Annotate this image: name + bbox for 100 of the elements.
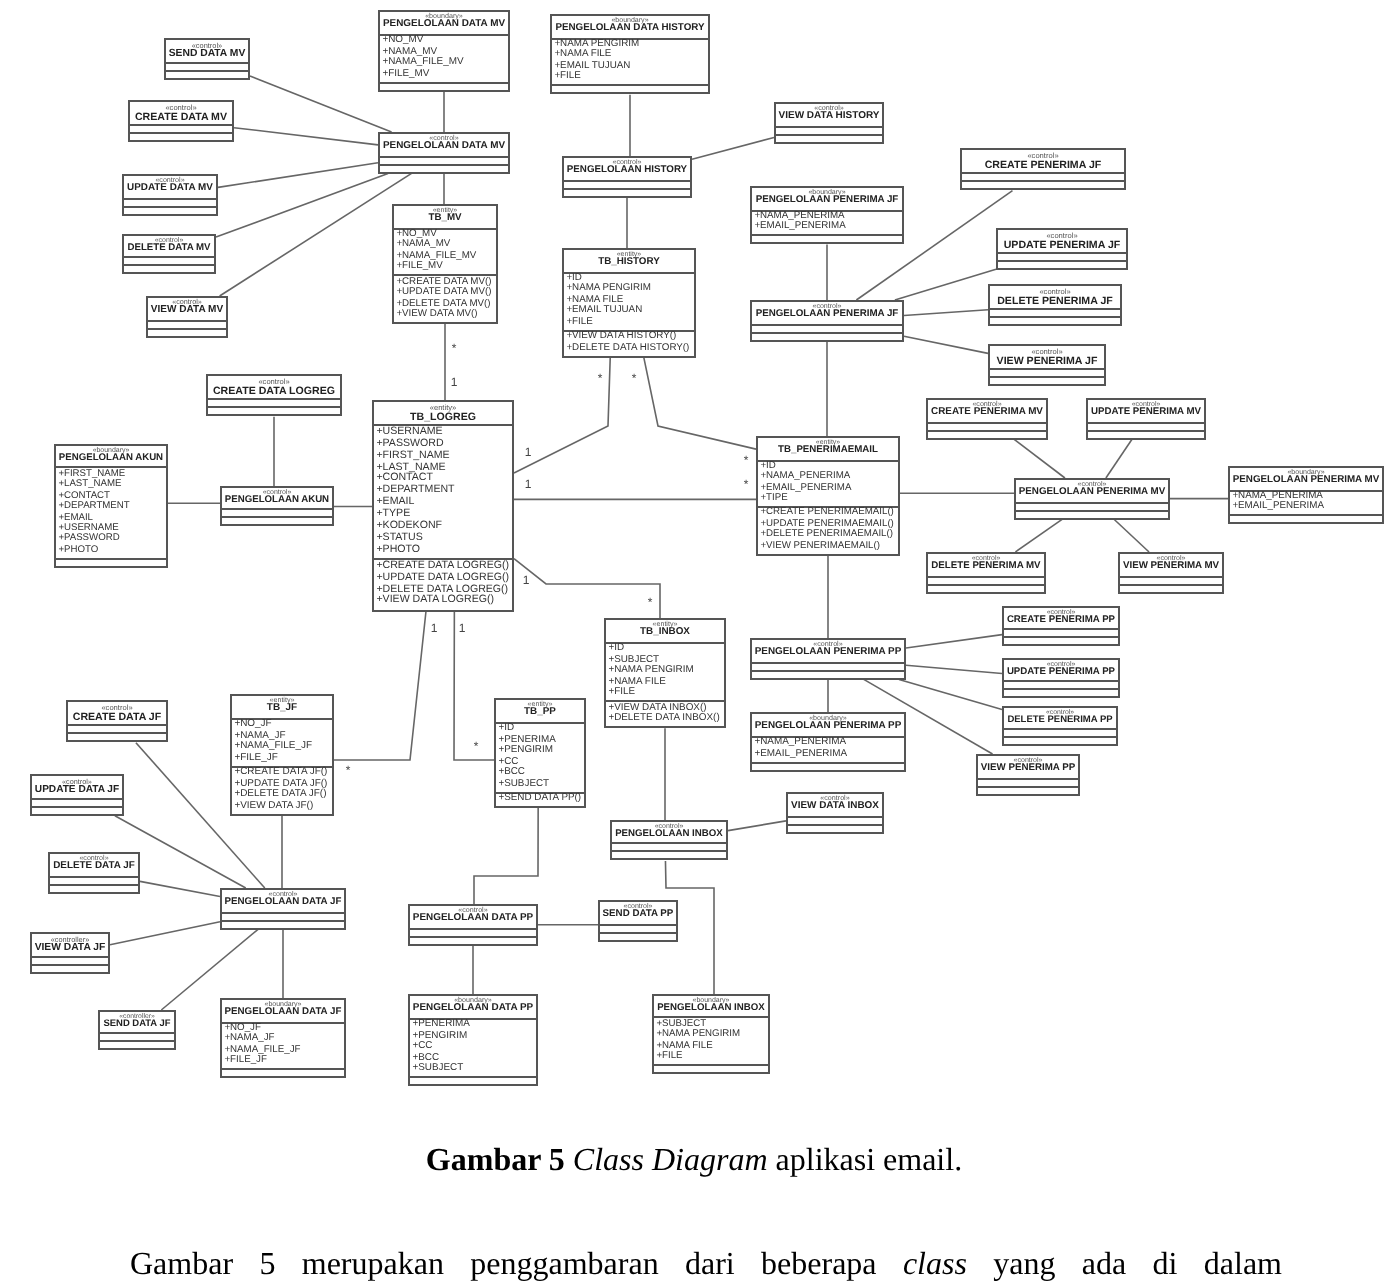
association-line [905, 633, 1003, 649]
attribute-compartment [394, 227, 496, 275]
association-line [827, 554, 829, 639]
class-box [66, 700, 168, 743]
association-line [218, 172, 413, 297]
class-box [128, 100, 234, 143]
association-line [1113, 518, 1150, 553]
class-box [392, 204, 498, 324]
class-box [408, 904, 538, 946]
association-line [826, 243, 828, 301]
association-line [513, 557, 661, 619]
class-box [372, 400, 514, 612]
association-line [444, 322, 446, 401]
figure-caption: Gambar 5 Class Diagram aplikasi email. [425, 1144, 963, 1178]
association-line [333, 505, 373, 508]
association-line [855, 189, 1014, 301]
attribute-compartment [56, 466, 166, 558]
association-line [282, 928, 284, 999]
operation-compartment [564, 329, 694, 356]
attribute-compartment [654, 1016, 768, 1064]
association-line [273, 415, 275, 487]
association-line [160, 928, 260, 1011]
association-line [727, 820, 787, 832]
class-box [562, 248, 696, 358]
association-line [453, 610, 495, 761]
class-box [122, 174, 218, 216]
operation-compartment [606, 700, 724, 727]
class-box [750, 638, 906, 680]
attribute-compartment [380, 33, 508, 82]
class-box [30, 932, 110, 975]
class-box [220, 888, 346, 930]
association-line [664, 860, 715, 995]
attribute-compartment [564, 271, 694, 330]
class-box [976, 754, 1080, 796]
association-line [905, 664, 1003, 675]
body-text: Gambar 5 merupakan penggambaran dari beberapa class yang ada di dalam [130, 1248, 1282, 1284]
class-box [550, 14, 710, 95]
class-box [960, 148, 1126, 191]
association-line [1169, 497, 1229, 500]
class-box [122, 234, 216, 275]
association-line [215, 172, 389, 238]
class-box [996, 228, 1128, 271]
association-line [691, 136, 775, 161]
attribute-compartment [752, 735, 904, 762]
operation-compartment [394, 274, 496, 322]
class-box [562, 156, 692, 198]
class-box [30, 774, 124, 816]
class-box [926, 552, 1046, 594]
association-line [629, 93, 631, 157]
association-line [903, 309, 989, 317]
association-line [249, 75, 393, 133]
operation-compartment [374, 558, 512, 610]
class-box [1014, 478, 1170, 520]
association-line [443, 172, 445, 205]
association-line [894, 268, 997, 301]
class-box [378, 132, 510, 174]
attribute-compartment [752, 209, 902, 235]
association-line [1014, 518, 1064, 553]
class-box [1228, 466, 1384, 525]
class-box [988, 284, 1122, 327]
class-box [598, 900, 678, 942]
class-box [610, 820, 728, 861]
class-box [774, 102, 884, 144]
class-box [494, 698, 586, 808]
association-line [109, 920, 221, 946]
class-box [206, 374, 342, 417]
association-line [281, 815, 283, 889]
class-box [1118, 552, 1224, 594]
association-line [333, 610, 427, 761]
class-box [220, 998, 346, 1079]
class-box [164, 38, 250, 81]
attribute-compartment [232, 717, 332, 766]
association-line [114, 815, 247, 889]
association-line [135, 741, 266, 889]
association-line [443, 90, 445, 133]
attribute-compartment [222, 1021, 344, 1069]
class-box [756, 436, 900, 556]
class-box [146, 296, 228, 338]
association-line [642, 356, 757, 450]
class-box [1086, 398, 1206, 440]
association-line [472, 944, 474, 995]
operation-compartment [232, 765, 332, 814]
attribute-compartment [496, 721, 584, 792]
class-box [652, 994, 770, 1074]
class-box [604, 618, 726, 729]
class-box [1002, 658, 1120, 699]
class-box [220, 486, 334, 527]
association-line [513, 498, 757, 501]
association-line [827, 678, 829, 713]
class-box [786, 792, 884, 834]
class-box [750, 186, 904, 245]
class-box [230, 694, 334, 816]
association-line [899, 492, 1015, 494]
association-line [139, 880, 221, 898]
class-box [98, 1010, 176, 1051]
association-line [903, 335, 989, 355]
operation-compartment [758, 506, 898, 554]
class-box [48, 852, 140, 894]
class-box [408, 994, 538, 1087]
class-box [54, 444, 168, 568]
